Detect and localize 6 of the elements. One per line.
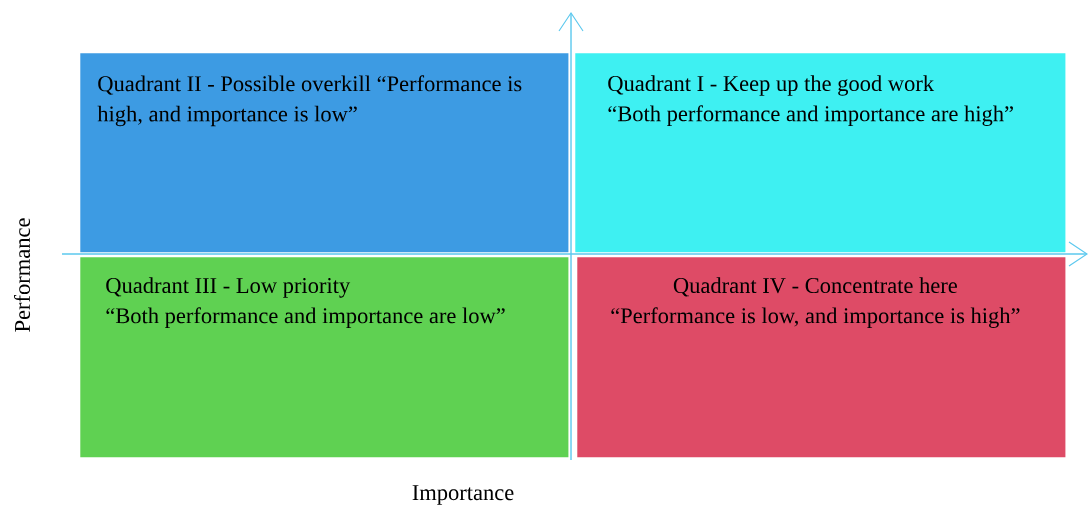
axis-label: Performance [14,218,31,332]
quadrant-box: Quadrant II - Possible overkill “Performance is high, and importance is low” [80,53,569,253]
axis-label: Importance [412,485,514,505]
quadrant-box: Quadrant I - Keep up the good work “Both performance and importance are high” [575,53,1066,253]
quadrant-box: Quadrant IV - Concentrate here “Performance is low, and importance is high” [577,257,1066,458]
quadrant-box: Quadrant III - Low priority “Both performance and importance are low” [80,257,569,458]
